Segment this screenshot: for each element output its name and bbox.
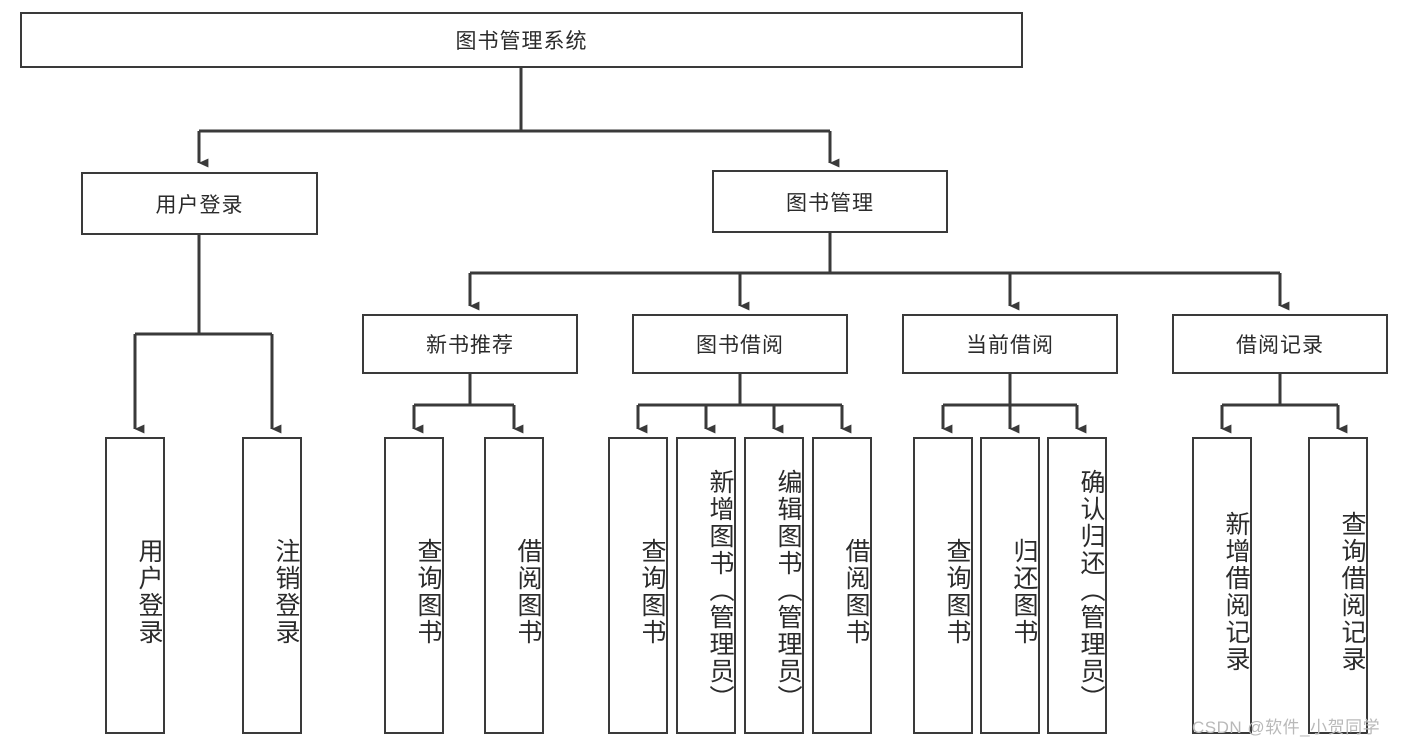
node-book-management[interactable]: 图书管理 [712, 170, 948, 233]
node-current-borrow[interactable]: 当前借阅 [902, 314, 1118, 374]
node-leaf-add-record[interactable]: 新增借阅记录 [1192, 437, 1252, 734]
node-new-book-recommend[interactable]: 新书推荐 [362, 314, 578, 374]
node-book-borrow[interactable]: 图书借阅 [632, 314, 848, 374]
node-leaf-query-book-2[interactable]: 查询图书 [608, 437, 668, 734]
node-label: 借阅记录 [1236, 334, 1324, 357]
node-borrow-record[interactable]: 借阅记录 [1172, 314, 1388, 374]
node-leaf-user-login[interactable]: 用户登录 [105, 437, 165, 734]
node-leaf-borrow-book-1[interactable]: 借阅图书 [484, 437, 544, 734]
node-label: 新增图书（管理员） [706, 469, 734, 712]
node-label: 借阅图书 [842, 537, 870, 646]
node-label: 查询图书 [638, 537, 666, 646]
node-label: 用户登录 [155, 193, 244, 217]
node-label: 新增借阅记录 [1222, 510, 1250, 673]
node-label: 编辑图书（管理员） [774, 469, 802, 712]
node-label: 确认归还（管理员） [1077, 469, 1105, 712]
node-user-login[interactable]: 用户登录 [81, 172, 318, 235]
node-leaf-query-book-3[interactable]: 查询图书 [913, 437, 973, 734]
csdn-watermark: CSDN @软件_小贺同学 [1192, 718, 1381, 737]
node-label: 图书管理 [786, 191, 874, 215]
node-leaf-query-book-1[interactable]: 查询图书 [384, 437, 444, 734]
node-label: 查询图书 [943, 537, 971, 646]
node-label: 查询图书 [414, 537, 442, 646]
node-label: 归还图书 [1010, 537, 1038, 646]
node-leaf-add-book[interactable]: 新增图书（管理员） [676, 437, 736, 734]
node-label: 图书借阅 [696, 334, 784, 357]
node-label: 用户登录 [135, 537, 163, 646]
node-label: 图书管理系统 [455, 30, 588, 53]
node-root-system[interactable]: 图书管理系统 [20, 12, 1023, 68]
node-leaf-edit-book[interactable]: 编辑图书（管理员） [744, 437, 804, 734]
node-leaf-borrow-book-2[interactable]: 借阅图书 [812, 437, 872, 734]
node-leaf-return-book[interactable]: 归还图书 [980, 437, 1040, 734]
node-leaf-logout-login[interactable]: 注销登录 [242, 437, 302, 734]
node-label: 新书推荐 [426, 334, 514, 357]
node-leaf-query-record[interactable]: 查询借阅记录 [1308, 437, 1368, 734]
node-label: 注销登录 [272, 537, 300, 646]
node-leaf-confirm-return[interactable]: 确认归还（管理员） [1047, 437, 1107, 734]
node-label: 借阅图书 [514, 537, 542, 646]
node-label: 查询借阅记录 [1338, 510, 1366, 673]
node-label: 当前借阅 [966, 334, 1054, 357]
